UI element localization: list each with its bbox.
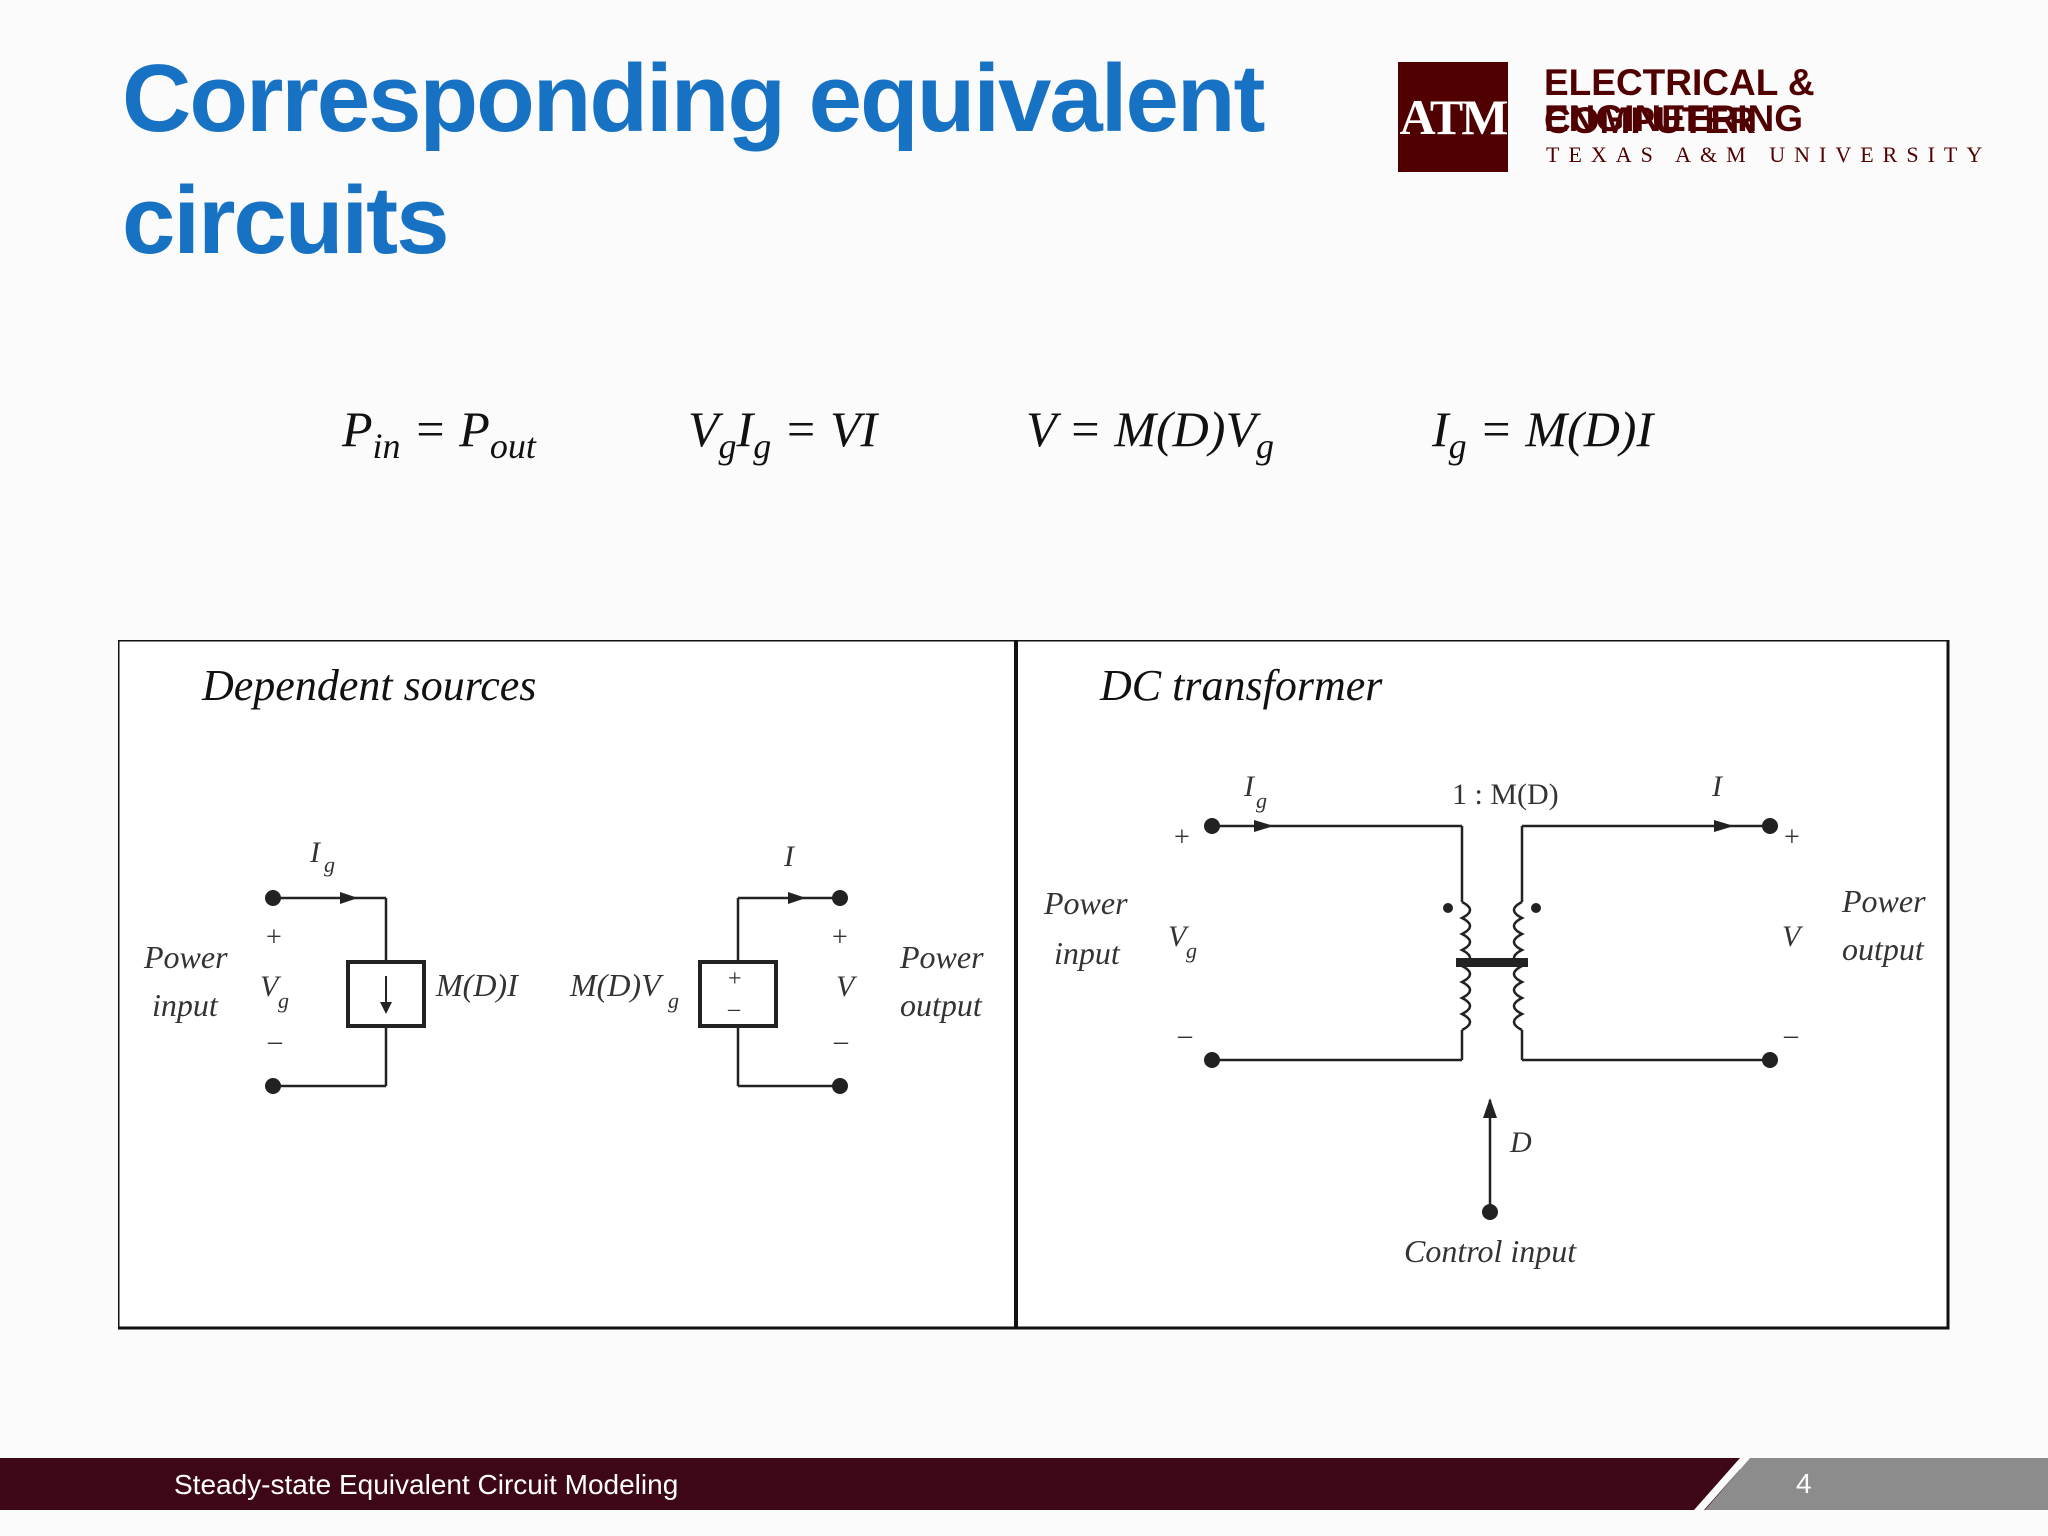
label-ig: I (1243, 770, 1256, 803)
tamu-ece-logo: ATM ELECTRICAL & COMPUTER ENGINEERING TE… (1398, 62, 1998, 182)
logo-line2: ENGINEERING (1544, 98, 1804, 139)
label-power-output-1: Power (899, 939, 984, 975)
footer-title: Steady-state Equivalent Circuit Modeling (174, 1469, 679, 1500)
label-power-output-2: output (900, 987, 983, 1023)
control-terminal-dot (1482, 1204, 1498, 1220)
terminal-dot (832, 1078, 848, 1094)
footer-page-band (1705, 1458, 2048, 1510)
atm-logo-icon: ATM (1398, 62, 1508, 172)
label-control-input: Control input (1404, 1233, 1577, 1269)
equation-power-balance: Pin = Pout (342, 401, 536, 466)
transformer-core (1456, 958, 1528, 967)
label-plus-in: + (1174, 822, 1190, 853)
label-ig: I (309, 836, 322, 869)
label-power-output-1: Power (1841, 883, 1926, 919)
label-power-input-1: Power (1043, 885, 1128, 921)
label-d: D (1509, 1126, 1532, 1159)
label-minus-in: – (1177, 1020, 1193, 1051)
current-arrow-ig (1254, 820, 1274, 832)
source-arrow-head (380, 1002, 392, 1014)
terminal-dot (832, 890, 848, 906)
slide-footer: Steady-state Equivalent Circuit Modeling… (0, 1458, 2048, 1510)
footer-bar (0, 1458, 1740, 1510)
label-vg-sub: g (1186, 938, 1197, 963)
page-number: 4 (1796, 1468, 1812, 1499)
label-voltage-source-sub: g (668, 988, 679, 1013)
label-minus-out: – (1783, 1020, 1799, 1051)
label-plus: + (266, 922, 282, 953)
label-i: I (783, 840, 796, 873)
logo-line1: ELECTRICAL & COMPUTER (1544, 62, 1815, 141)
label-v: V (1782, 920, 1804, 953)
label-current-source: M(D)I (435, 967, 519, 1003)
current-arrow-i (788, 892, 806, 904)
panel-dependent-sources: Dependent sources I g + V g – Power inpu… (143, 661, 984, 1094)
panel-title-dependent-sources: Dependent sources (201, 661, 536, 710)
equations-row: Pin = Pout VgIg = VI V = M(D)Vg Ig = M(D… (0, 400, 2048, 490)
equation-vi-product: VgIg = VI (688, 401, 878, 466)
label-ratio: 1 : M(D) (1452, 778, 1559, 811)
polarity-dot (1531, 903, 1541, 913)
label-v: V (836, 970, 858, 1003)
slide-title: Corresponding equivalent circuits (122, 45, 1265, 274)
source-plus: + (728, 966, 742, 992)
label-vg-sub: g (278, 988, 289, 1013)
source-minus: – (727, 996, 741, 1022)
panel-dc-transformer: DC transformer I g 1 : M(D) I + + – (1043, 661, 1926, 1269)
equivalent-circuit-figure: Dependent sources I g + V g – Power inpu… (118, 640, 1950, 1330)
control-arrow (1483, 1098, 1497, 1118)
equation-current-ratio: Ig = M(D)I (1432, 401, 1654, 466)
label-minus: – (267, 1026, 283, 1057)
label-power-input-2: input (152, 987, 219, 1023)
label-plus-out: + (832, 922, 848, 953)
equation-voltage-ratio: V = M(D)Vg (1026, 401, 1274, 466)
label-ig-sub: g (324, 852, 335, 877)
label-power-output-2: output (1842, 931, 1925, 967)
logo-line3: TEXAS A&M UNIVERSITY (1546, 142, 1992, 167)
label-power-input-1: Power (143, 939, 228, 975)
label-vg: V (1168, 920, 1190, 953)
label-voltage-source: M(D)V (569, 967, 664, 1003)
polarity-dot (1443, 903, 1453, 913)
panel-title-dc-transformer: DC transformer (1099, 661, 1383, 710)
label-minus-out: – (833, 1026, 849, 1057)
label-ig-sub: g (1256, 788, 1267, 813)
label-plus-out: + (1784, 822, 1800, 853)
label-power-input-2: input (1054, 935, 1121, 971)
label-vg: V (260, 970, 282, 1003)
figure-frame (118, 640, 1950, 1330)
label-i: I (1711, 770, 1724, 803)
current-arrow-ig (340, 892, 358, 904)
current-arrow-i (1714, 820, 1734, 832)
